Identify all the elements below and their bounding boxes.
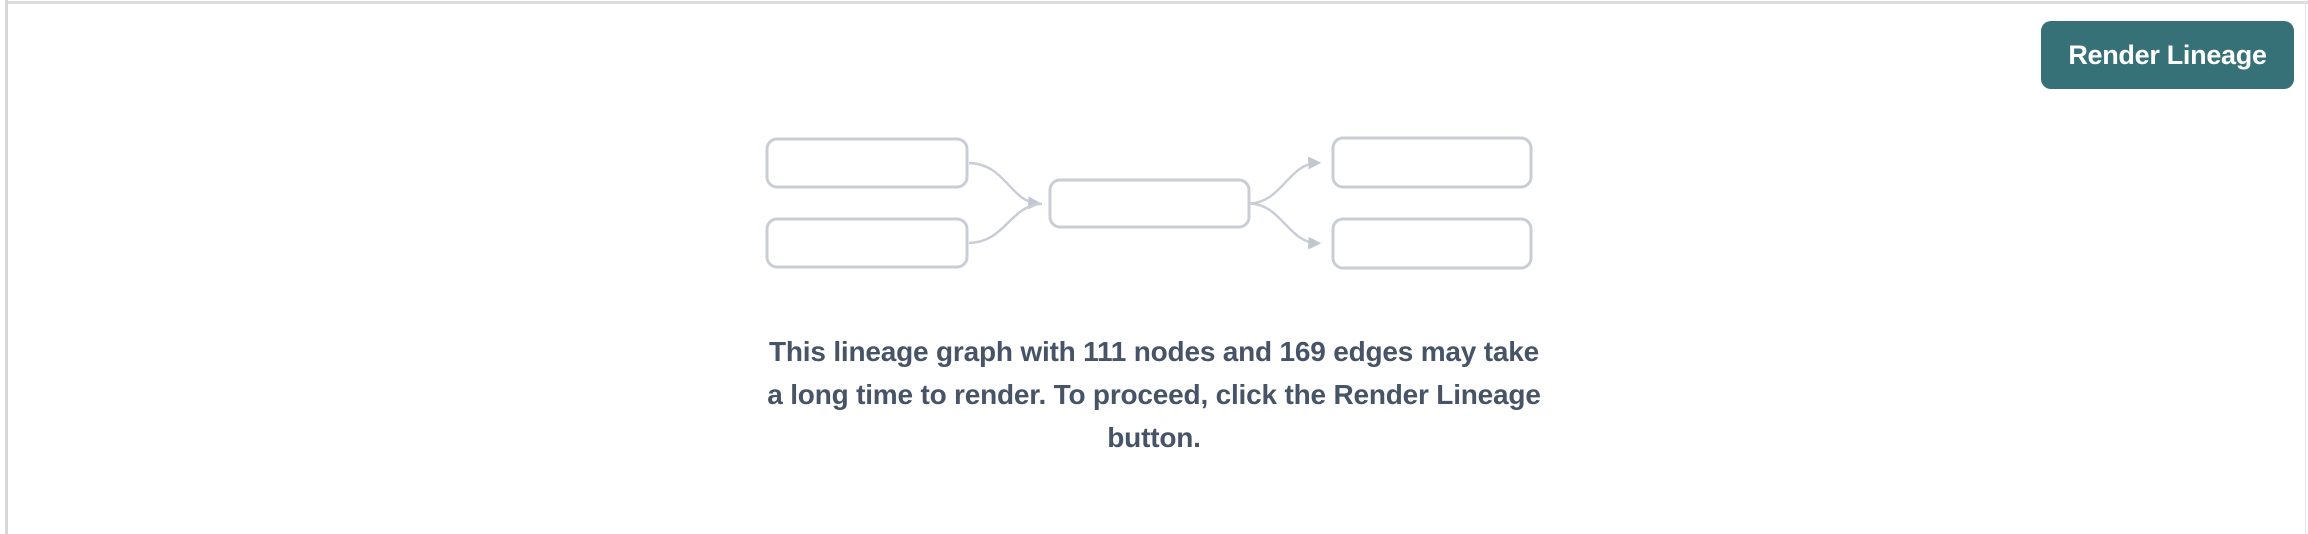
lineage-nodes [765,136,1533,270]
lineage-empty-state: This lineage graph with 111 nodes and 16… [0,130,2308,459]
upstream-node-top [765,137,969,189]
render-warning-message: This lineage graph with 111 nodes and 16… [767,330,1541,459]
warning-message-line-2: a long time to render. To proceed, click… [767,379,1541,410]
panel-left-border [5,0,8,534]
lineage-edges [968,156,1322,250]
warning-message-line-1: This lineage graph with 111 nodes and 16… [769,336,1539,367]
center-node [1048,178,1251,229]
downstream-node-bottom [1331,217,1533,270]
lineage-preview-diagram [765,136,1533,270]
downstream-node-top [1331,136,1533,189]
panel-right-border [2304,0,2306,534]
warning-message-line-3: button. [1107,422,1201,453]
panel-top-border [6,1,2308,4]
upstream-node-bottom [765,217,969,269]
render-lineage-button[interactable]: Render Lineage [2041,21,2294,89]
